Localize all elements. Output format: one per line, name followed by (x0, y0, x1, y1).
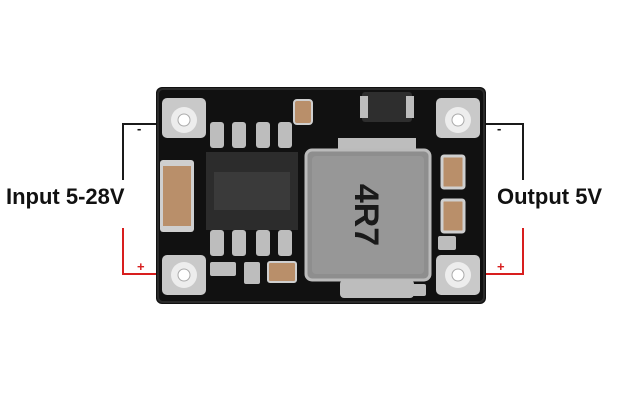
input-capacitor (160, 160, 194, 232)
top-component-row (210, 99, 313, 148)
output-voltage-label: Output 5V (497, 184, 603, 209)
regulator-ic (206, 152, 298, 256)
input-voltage-label: Input 5-28V (6, 184, 125, 209)
board-edge-highlight (157, 88, 485, 303)
input-positive-sign: + (137, 259, 145, 274)
inductor-marking: 4R7 (347, 184, 385, 246)
inductor: 4R7 (304, 138, 432, 298)
terminal-pads (162, 98, 480, 295)
bottom-components (210, 261, 297, 284)
output-negative-sign: - (497, 121, 502, 136)
schottky-diode (360, 92, 414, 122)
output-positive-sign: + (497, 259, 505, 274)
output-capacitors (412, 154, 466, 296)
input-negative-sign: - (137, 121, 142, 136)
